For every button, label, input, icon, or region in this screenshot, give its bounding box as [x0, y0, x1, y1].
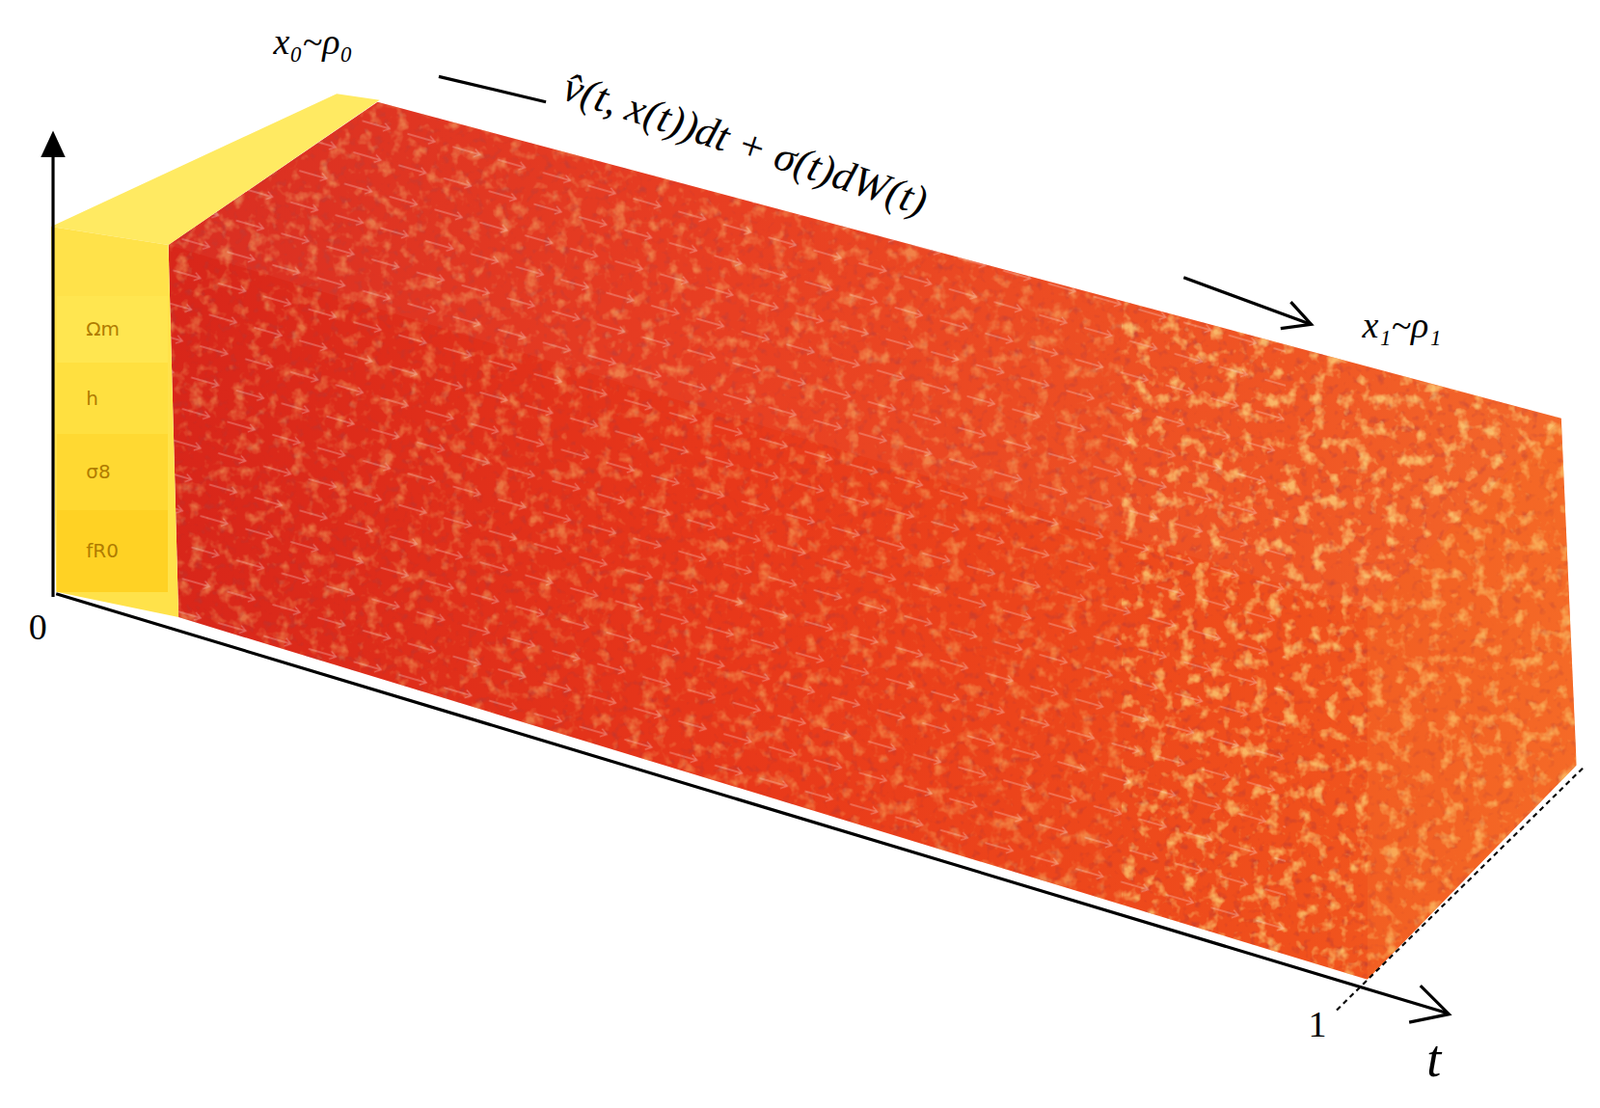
axis-arrowhead — [40, 130, 65, 158]
end-distribution: x₁~ρ₁ — [1361, 305, 1441, 347]
parameter-name: fR0 — [56, 539, 119, 563]
parameter-band: Ωm — [56, 296, 167, 363]
slab-front — [51, 226, 179, 618]
axis-label: t — [1426, 1030, 1441, 1088]
flow-arrowhead — [1280, 301, 1312, 329]
flow-line — [438, 76, 546, 102]
prism-body — [162, 91, 1587, 990]
parameter-name: σ8 — [56, 460, 110, 484]
parameter-band: fR0 — [56, 510, 167, 593]
dashed-guide — [1336, 767, 1584, 1011]
axis-tick: 0 — [28, 607, 48, 649]
slab-top — [51, 93, 380, 245]
vertical-axis — [51, 153, 55, 597]
parameter-name: Ωm — [56, 317, 120, 341]
parameter-band: σ8 — [56, 433, 167, 511]
axis-tick: 1 — [1307, 1004, 1327, 1046]
time-axis — [55, 594, 1447, 1014]
parameter-name: h — [56, 386, 99, 410]
axis-arrowhead — [1409, 985, 1449, 1023]
parameter-band: h — [56, 362, 167, 434]
flow-line — [1183, 277, 1311, 326]
start-distribution: x₀~ρ₀ — [273, 22, 353, 63]
